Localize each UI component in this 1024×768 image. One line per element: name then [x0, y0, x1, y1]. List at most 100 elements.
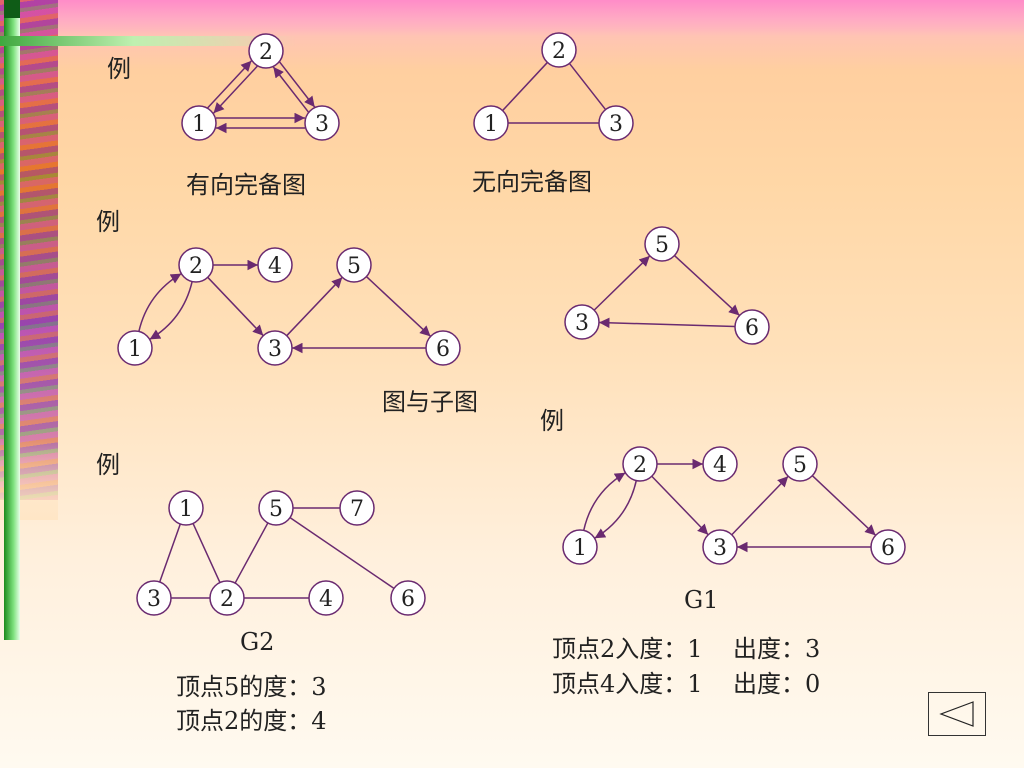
- node-circle: [702, 529, 738, 565]
- g2-caption: G2: [240, 628, 274, 656]
- node-circle: [425, 330, 461, 366]
- node-label: 7: [350, 497, 364, 522]
- node-label: 1: [128, 337, 142, 362]
- graph-node: 2: [178, 247, 214, 283]
- directed-complete-caption: 有向完备图: [186, 171, 306, 199]
- node-label: 1: [573, 536, 587, 561]
- g2-v5-degree-text: 顶点5的度：3: [176, 673, 327, 701]
- node-circle: [339, 490, 375, 526]
- previous-slide-button[interactable]: [928, 692, 986, 736]
- graph-node: 3: [257, 330, 293, 366]
- node-circle: [308, 580, 344, 616]
- top-green-line: [0, 36, 296, 46]
- edge-3-5: [593, 255, 651, 311]
- edge-2-1: [594, 480, 638, 539]
- graph-node: 1: [562, 529, 598, 565]
- g1-caption: G1: [684, 586, 718, 614]
- node-label: 1: [179, 497, 193, 522]
- graph-node: 5: [644, 226, 680, 262]
- node-label: 3: [575, 311, 589, 336]
- graph-node: 7: [339, 490, 375, 526]
- node-label: 5: [269, 497, 283, 522]
- graph-node: 2: [209, 580, 245, 616]
- node-label: 4: [319, 587, 333, 612]
- graph-node: 4: [257, 247, 293, 283]
- node-label: 3: [713, 536, 727, 561]
- node-circle: [598, 105, 634, 141]
- edge-2-1: [149, 281, 193, 341]
- graph-subgraph-caption: 图与子图: [382, 388, 478, 416]
- node-circle: [181, 105, 217, 141]
- edge-2-3: [568, 62, 607, 111]
- node-label: 5: [655, 233, 669, 258]
- node-circle: [209, 580, 245, 616]
- node-label: 2: [220, 587, 234, 612]
- g2-v2-degree-text: 顶点2的度：4: [176, 707, 327, 735]
- edge-3-2: [272, 66, 309, 113]
- node-label: 3: [147, 587, 161, 612]
- graph-node: 1: [168, 490, 204, 526]
- graph-node: 5: [258, 490, 294, 526]
- node-circle: [644, 226, 680, 262]
- graph-node: 1: [117, 330, 153, 366]
- node-circle: [304, 105, 340, 141]
- node-label: 1: [192, 112, 206, 137]
- edge-2-1: [212, 65, 258, 114]
- node-label: 2: [259, 40, 273, 65]
- edge-2-3: [651, 475, 709, 536]
- graph-node: 3: [304, 105, 340, 141]
- graph-node: 1: [473, 105, 509, 141]
- edge-1-2: [138, 272, 182, 332]
- top-gradient-bar: [0, 0, 1024, 36]
- node-circle: [782, 446, 818, 482]
- node-circle: [178, 247, 214, 283]
- edge-5-6: [365, 276, 432, 337]
- graph-node: 1: [181, 105, 217, 141]
- node-label: 4: [268, 254, 282, 279]
- example-label-2: 例: [96, 208, 120, 236]
- node-circle: [702, 446, 738, 482]
- graph-node: 3: [136, 580, 172, 616]
- node-circle: [622, 446, 658, 482]
- node-label: 1: [484, 112, 498, 137]
- node-label: 6: [745, 316, 759, 341]
- graph-node: 2: [622, 446, 658, 482]
- edge-6-3: [598, 317, 736, 329]
- undirected-complete-caption: 无向完备图: [472, 168, 592, 196]
- node-circle: [257, 330, 293, 366]
- node-label: 3: [268, 337, 282, 362]
- edge-3-5: [731, 475, 789, 536]
- g1-v2-degree-text: 顶点2入度：1 出度：3: [552, 635, 820, 663]
- node-label: 6: [436, 337, 450, 362]
- node-circle: [168, 490, 204, 526]
- graph-node: 2: [248, 33, 284, 69]
- node-circle: [564, 304, 600, 340]
- node-circle: [258, 490, 294, 526]
- node-circle: [473, 105, 509, 141]
- left-bar-cap: [4, 0, 20, 18]
- graph-node: 2: [541, 32, 577, 68]
- edge-2-3: [279, 61, 316, 108]
- graph-node: 6: [734, 309, 770, 345]
- example-label-3: 例: [540, 407, 564, 435]
- graph-node: 5: [782, 446, 818, 482]
- graph-node: 6: [870, 529, 906, 565]
- triangle-left-icon: [939, 701, 974, 727]
- edge-2-5: [234, 522, 269, 584]
- node-label: 2: [552, 39, 566, 64]
- node-label: 5: [347, 254, 361, 279]
- node-circle: [136, 580, 172, 616]
- graph-node: 3: [702, 529, 738, 565]
- node-label: 3: [315, 112, 329, 137]
- node-label: 5: [793, 453, 807, 478]
- edge-2-3: [207, 276, 264, 337]
- edge-5-6: [811, 475, 877, 536]
- node-circle: [390, 580, 426, 616]
- node-circle: [336, 247, 372, 283]
- node-label: 6: [401, 587, 415, 612]
- edge-1-2: [502, 61, 548, 112]
- node-circle: [257, 247, 293, 283]
- edge-5-6: [673, 254, 741, 317]
- node-circle: [248, 33, 284, 69]
